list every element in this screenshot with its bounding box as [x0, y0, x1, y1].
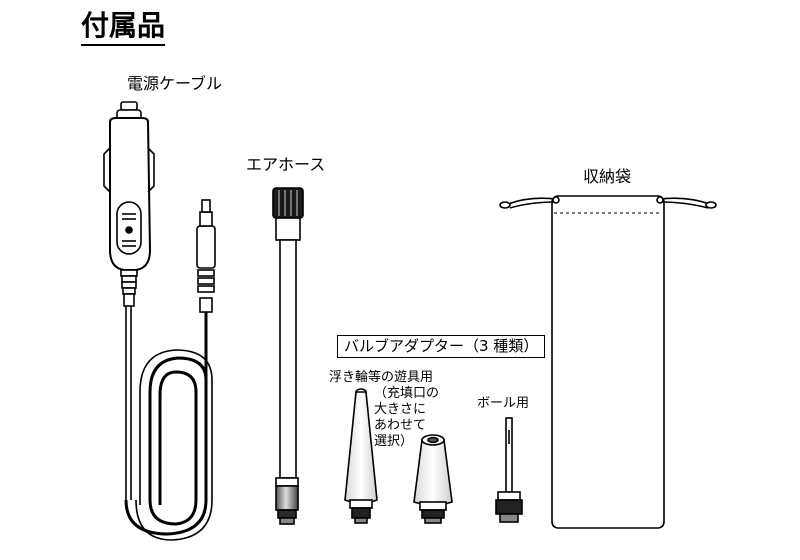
- float-adapter-cone-drawing: [344, 388, 378, 524]
- page-title: 付属品: [81, 12, 166, 46]
- float-adapter-note: （充填口の 大きさに あわせて 選択）: [374, 386, 440, 449]
- power-cable-label: 電源ケーブル: [127, 74, 223, 93]
- air-hose-label: エアホース: [246, 155, 326, 174]
- ball-needle-drawing: [495, 417, 523, 523]
- power-cable-drawing: [103, 101, 216, 541]
- storage-bag-drawing: [499, 195, 717, 529]
- air-hose-drawing: [272, 187, 304, 525]
- float-adapter-label: 浮き輪等の遊具用: [329, 370, 434, 385]
- ball-adapter-label: ボール用: [477, 396, 530, 411]
- float-adapter-wide-drawing: [413, 434, 453, 524]
- storage-bag-label: 収納袋: [583, 167, 632, 186]
- valve-adapters-label: バルブアダプター（3 種類）: [337, 335, 546, 358]
